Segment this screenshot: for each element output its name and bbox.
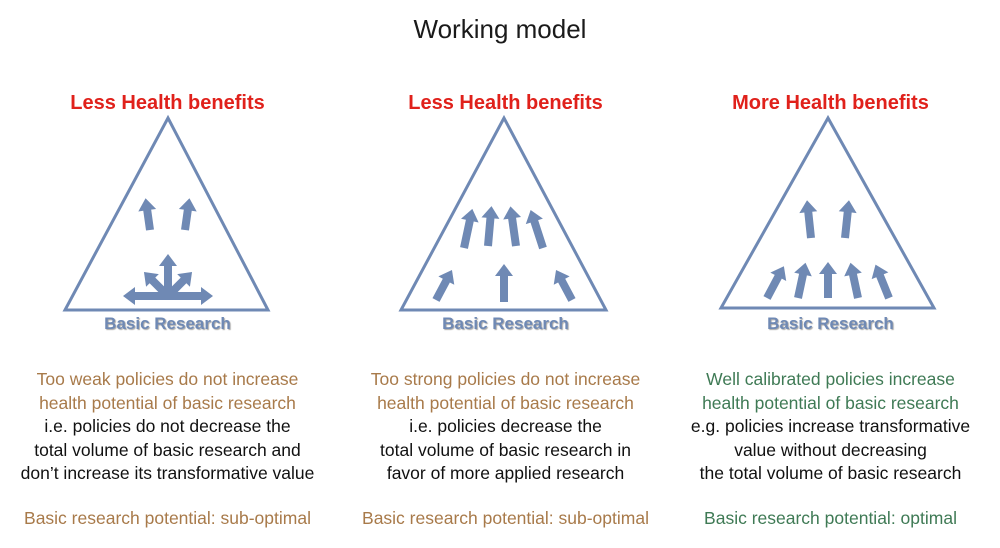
desc-body-line: i.e. policies do not decrease the — [44, 416, 291, 436]
desc-highlight-line: Well calibrated policies increase — [706, 369, 955, 389]
triangle-diagram — [398, 114, 609, 312]
up-arrow-icon — [838, 200, 857, 239]
up-arrow-icon — [799, 200, 818, 239]
desc-body-line: favor of more applied research — [386, 463, 625, 483]
up-arrow-icon — [844, 262, 862, 299]
desc-highlight-line: Too strong policies do not increase — [370, 369, 641, 389]
benefit-label: Less Health benefits — [408, 92, 603, 114]
lower-arrow-fan — [123, 254, 213, 305]
up-arrow-icon — [138, 198, 157, 231]
diagonal-arrow-icon — [432, 269, 455, 302]
upper-arrows — [138, 198, 197, 231]
upper-arrows — [799, 200, 857, 239]
up-arrow-icon — [460, 208, 479, 249]
diagonal-arrow-icon — [763, 266, 787, 300]
base-label: Basic Research — [442, 314, 569, 333]
base-label: Basic Research — [767, 314, 894, 333]
left-arrow-icon — [123, 287, 168, 305]
description: Too strong policies do not increase heal… — [338, 368, 673, 486]
desc-body-line: the total volume of basic research — [699, 463, 962, 483]
up-arrow-icon — [503, 206, 522, 247]
panel-too-weak: Less Health benefits Basic Research Too … — [0, 0, 335, 548]
diagonal-arrow-icon — [871, 264, 893, 300]
right-arrow-icon — [168, 287, 213, 305]
description: Too weak policies do not increase health… — [0, 368, 335, 486]
desc-highlight-line: health potential of basic research — [702, 392, 959, 413]
potential-label: Basic research potential: optimal — [704, 508, 957, 528]
triangle-diagram — [62, 114, 271, 312]
up-arrow-icon — [525, 209, 547, 250]
desc-body-line: e.g. policies increase transformative — [690, 416, 971, 436]
potential-label: Basic research potential: sub-optimal — [362, 508, 649, 528]
panel-well-calibrated: More Health benefits Basic Research Well… — [663, 0, 998, 548]
lower-arrows — [763, 262, 893, 300]
diagonal-arrow-icon — [553, 269, 576, 302]
up-arrow-icon — [794, 262, 812, 299]
desc-body-line: value without decreasing — [734, 439, 927, 460]
desc-body-line: i.e. policies decrease the — [409, 416, 602, 436]
benefit-label: Less Health benefits — [70, 92, 265, 114]
desc-highlight-line: Too weak policies do not increase — [36, 369, 299, 389]
panel-too-strong: Less Health benefits Basic Research Too … — [338, 0, 673, 548]
page-title: Working model — [413, 14, 587, 44]
benefit-label: More Health benefits — [732, 92, 929, 114]
desc-body-line: total volume of basic research in — [380, 439, 631, 460]
base-label: Basic Research — [104, 314, 231, 333]
up-arrow-icon — [481, 206, 500, 247]
up-arrow-icon — [495, 264, 513, 302]
lower-arrows — [432, 264, 576, 302]
upper-arrows — [460, 206, 547, 250]
up-arrow-icon — [819, 262, 837, 298]
up-arrow-icon — [178, 198, 197, 231]
potential-label: Basic research potential: sub-optimal — [24, 508, 311, 528]
desc-body-line: total volume of basic research and — [34, 439, 301, 460]
desc-highlight-line: health potential of basic research — [377, 392, 634, 413]
description: Well calibrated policies increase health… — [663, 368, 998, 486]
desc-highlight-line: health potential of basic research — [39, 392, 296, 413]
desc-body-line: don’t increase its transformative value — [20, 463, 315, 483]
triangle-diagram — [718, 114, 937, 310]
up-arrow-icon — [159, 254, 177, 296]
